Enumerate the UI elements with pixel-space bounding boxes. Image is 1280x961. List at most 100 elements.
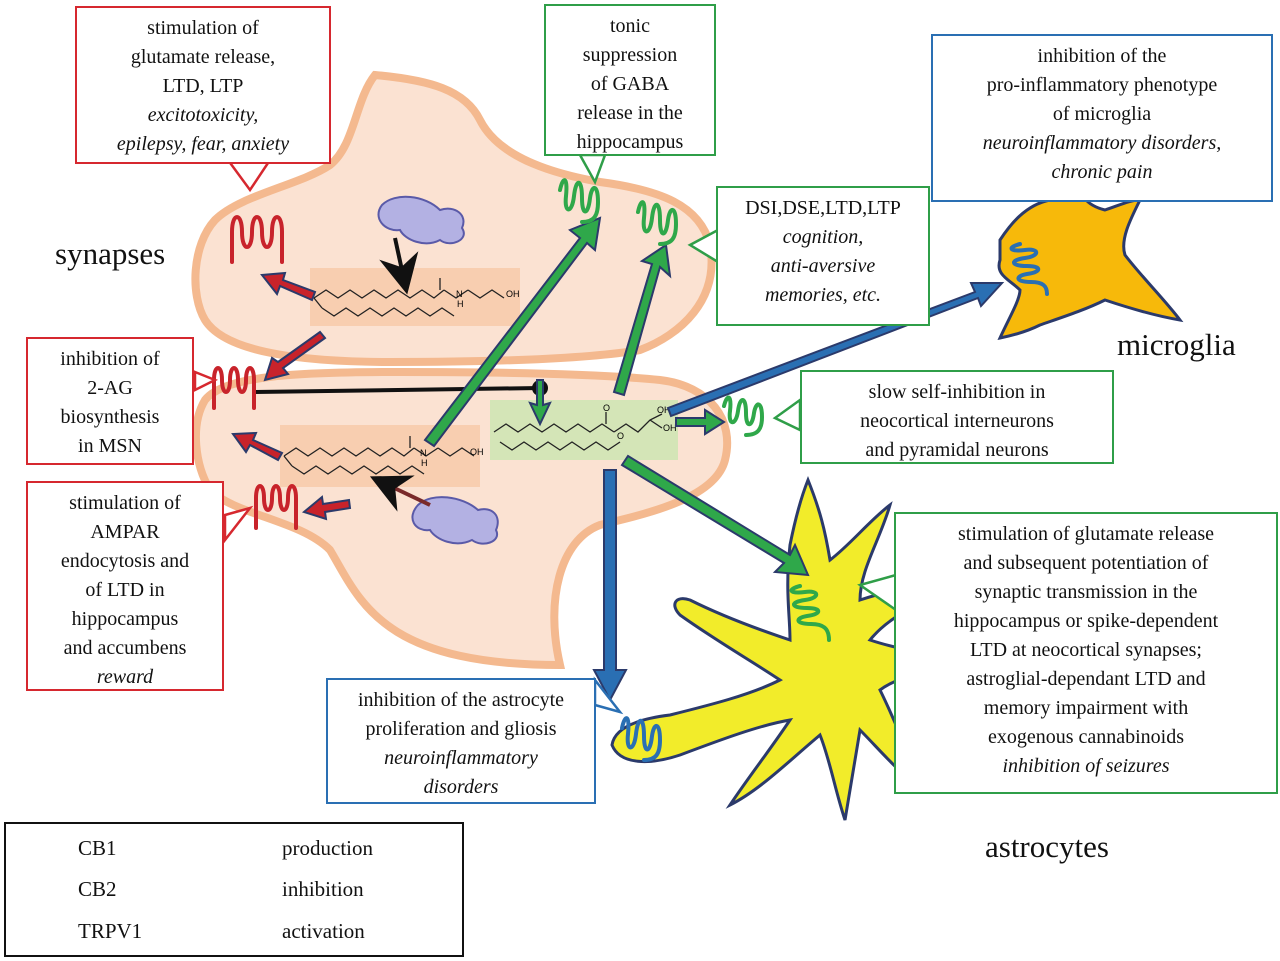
cb1-receptor-astro-icon <box>789 584 831 642</box>
anandamide-box-top <box>310 268 520 326</box>
callout-line: neuroinflammatory <box>384 747 538 769</box>
trpv1-arrow-top <box>260 271 317 302</box>
callout-line: of GABA <box>590 73 670 95</box>
inhibition-line <box>254 386 541 394</box>
anandamide-oh-bottom: OH <box>470 447 484 457</box>
callout-line: anti-aversive <box>770 255 876 277</box>
trpv1-receptor-top-icon <box>230 215 284 264</box>
label-microglia: microglia <box>1117 327 1236 362</box>
callout-line: glutamate release, <box>130 46 276 68</box>
astrocyte-cell <box>610 475 966 821</box>
cb2-receptor-astro-icon <box>620 716 663 762</box>
enzyme-top-icon <box>377 195 465 245</box>
callout-line: neocortical interneurons <box>860 410 1054 432</box>
callout-line: inhibition of the <box>1037 45 1167 67</box>
twoag-oh1: OH <box>657 405 671 415</box>
callout-line: hippocampus or spike-dependent <box>953 610 1219 632</box>
enzyme-bottom-icon <box>411 496 499 545</box>
anandamide-oh-top: OH <box>506 289 520 299</box>
callout-dsi: DSI,DSE,LTD,LTP cognition, anti-aversive… <box>716 186 930 326</box>
pointer-self <box>772 397 802 432</box>
callout-line: inhibition of <box>60 348 160 370</box>
callout-self-inhibition: slow self-inhibition in neocortical inte… <box>800 370 1114 464</box>
legend-inhibition-label: inhibition <box>282 877 364 901</box>
trpv1-arrow-mid <box>263 330 327 382</box>
callout-line: hippocampus <box>71 608 179 630</box>
callout-line: pro-inflammatory phenotype <box>986 74 1218 96</box>
callout-line: LTD, LTP <box>162 75 244 97</box>
legend-activation-label: activation <box>282 919 365 943</box>
production-arrow-top <box>379 237 419 295</box>
callout-line: astroglial-dependant LTD and <box>966 668 1206 690</box>
callout-line: tonic <box>610 15 650 37</box>
callout-line: and pyramidal neurons <box>865 439 1049 461</box>
callout-line: stimulation of <box>147 17 259 39</box>
callout-line: and subsequent potentiation of <box>963 552 1209 574</box>
callout-line: memory impairment with <box>983 697 1189 719</box>
trpv1-arrow-bottom <box>301 495 352 521</box>
callout-line: release in the <box>577 102 683 124</box>
label-astrocytes: astrocytes <box>985 829 1109 864</box>
twoag-oh2: OH <box>663 423 677 433</box>
callout-line: disorders <box>423 776 499 798</box>
cb1-arrow-astro <box>620 454 810 577</box>
legend-production-label: production <box>282 836 373 860</box>
trpv1-receptor-mid-icon <box>212 366 256 410</box>
callout-line: suppression <box>582 44 678 66</box>
callout-microglia: inhibition of the pro-inflammatory pheno… <box>931 34 1273 202</box>
callout-line: memories, etc. <box>764 284 882 306</box>
anandamide-n-bottom: N <box>420 448 427 458</box>
cb1-arrow-gaba <box>423 216 602 448</box>
callout-line: stimulation of <box>69 492 181 514</box>
callout-line: stimulation of glutamate release <box>957 523 1215 545</box>
cb2-arrow-astro <box>592 469 628 703</box>
legend-trpv1-label: TRPV1 <box>78 919 143 943</box>
production-arrow-bottom <box>369 475 431 512</box>
callout-line: slow self-inhibition in <box>868 381 1046 403</box>
cb1-receptor-gaba-icon <box>558 178 601 224</box>
callout-line: of LTD in <box>85 579 165 601</box>
anandamide-h-bottom: H <box>421 458 428 468</box>
cb1-arrow-self <box>675 408 726 436</box>
callout-line: neuroinflammatory disorders, <box>982 132 1222 154</box>
callout-line: chronic pain <box>1051 161 1153 183</box>
callout-ampar: stimulation of AMPAR endocytosis and of … <box>26 481 224 691</box>
callout-trpv1-glutamate: stimulation of glutamate release, LTD, L… <box>75 6 331 164</box>
anandamide-h-top: H <box>457 299 464 309</box>
callout-line: hippocampus <box>576 131 684 153</box>
callout-line: LTD at neocortical synapses; <box>970 639 1202 661</box>
callout-line: 2-AG <box>87 377 133 399</box>
callout-line: AMPAR <box>90 521 160 543</box>
callout-line: DSI,DSE,LTD,LTP <box>745 197 901 219</box>
synthesis-arrow-green <box>528 379 552 427</box>
callout-line: epilepsy, fear, anxiety <box>116 133 290 155</box>
callout-line: inhibition of seizures <box>1002 755 1170 777</box>
callout-line: and accumbens <box>63 637 187 659</box>
trpv1-receptor-bottom-icon <box>254 484 298 530</box>
callout-gaba: tonic suppression of GABA release in the… <box>544 4 716 156</box>
callout-line: in MSN <box>78 435 142 457</box>
anandamide-n-top: N <box>456 289 463 299</box>
label-synapses: synapses <box>55 236 166 271</box>
callout-line: exogenous cannabinoids <box>987 726 1185 748</box>
callout-astro-proliferation: inhibition of the astrocyte proliferatio… <box>326 678 596 804</box>
callout-line: reward <box>96 666 154 688</box>
trpv1-arrow-left-bottom <box>231 431 284 462</box>
callout-line: inhibition of the astrocyte <box>357 689 565 711</box>
legend-cb1-label: CB1 <box>78 836 117 860</box>
twoag-o2: O <box>617 431 624 441</box>
callout-twoag: inhibition of 2-AG biosynthesis in MSN <box>26 337 194 465</box>
callout-line: excitotoxicity, <box>147 104 259 126</box>
legend: CB1 CB2 TRPV1 production inhibition acti… <box>4 822 464 957</box>
cb2-receptor-microglia-icon <box>1009 242 1049 296</box>
twoag-molecule <box>493 412 663 451</box>
callout-line: of microglia <box>1052 103 1152 125</box>
pointer-twoag <box>193 370 219 393</box>
twoag-box <box>490 400 678 460</box>
cb1-arrow-dsi <box>612 243 672 397</box>
pointer-ampar <box>223 505 254 544</box>
callout-line: endocytosis and <box>60 550 190 572</box>
twoag-o1: O <box>603 403 610 413</box>
callout-astro-glutamate: stimulation of glutamate release and sub… <box>894 512 1278 794</box>
